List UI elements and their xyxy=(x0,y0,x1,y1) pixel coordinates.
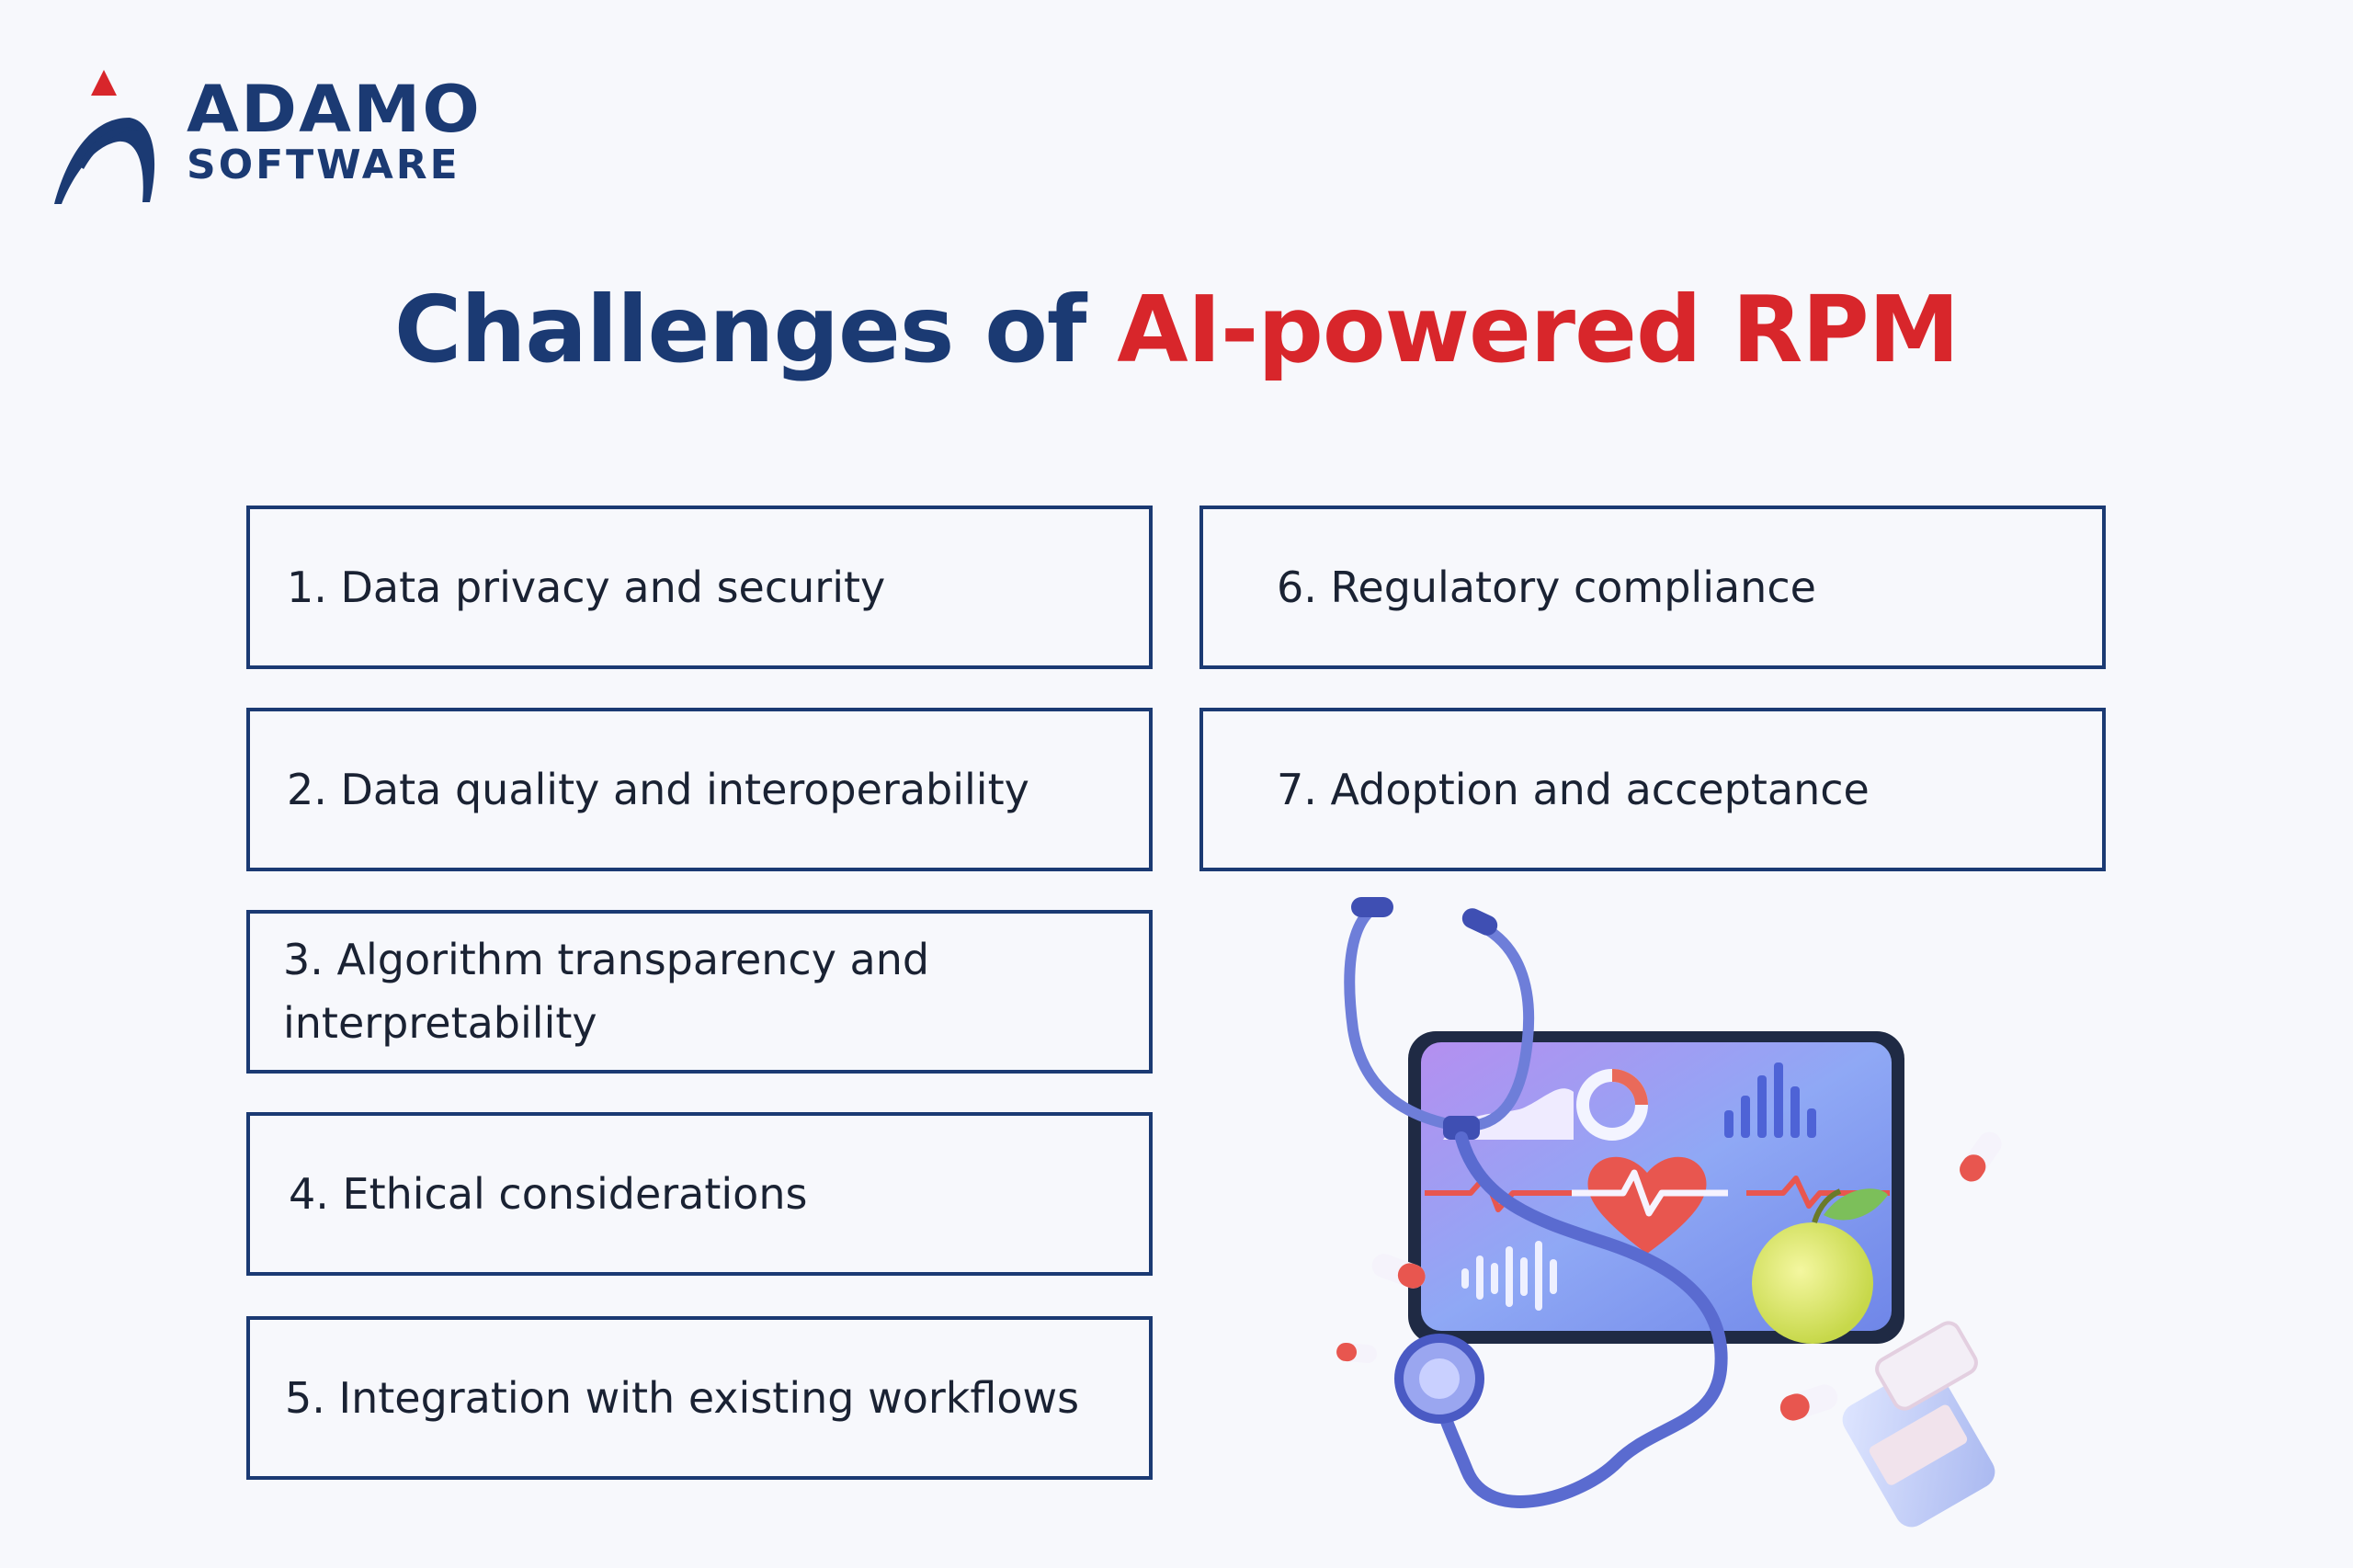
challenge-text: 5. Integration with existing workflows xyxy=(285,1372,1080,1423)
challenge-text: 7. Adoption and acceptance xyxy=(1277,764,1870,814)
logo-wordmark-secondary: SOFTWARE xyxy=(187,142,460,188)
title-part-red: AI-powered RPM xyxy=(1117,276,1960,383)
title-part-navy: Challenges of xyxy=(393,276,1118,383)
challenge-card-7: 7. Adoption and acceptance xyxy=(1199,708,2106,871)
pill-capsule-icon xyxy=(1336,1131,2002,1421)
challenge-card-3: 3. Algorithm transparency and interpreta… xyxy=(246,910,1153,1074)
challenge-text: 2. Data quality and interoperability xyxy=(287,764,1029,814)
pill-bottle-icon xyxy=(1842,1321,1995,1528)
audio-wave-icon xyxy=(1461,1241,1557,1311)
health-monitoring-illustration xyxy=(1336,897,2002,1528)
challenge-text: 3. Algorithm transparency and interpreta… xyxy=(283,935,930,1048)
heart-icon xyxy=(1572,1156,1728,1254)
bar-chart-icon xyxy=(1724,1062,1816,1138)
brand-logo: ADAMO SOFTWARE xyxy=(51,64,529,211)
challenge-card-6: 6. Regulatory compliance xyxy=(1199,506,2106,669)
challenge-card-4: 4. Ethical considerations xyxy=(246,1112,1153,1276)
challenge-text: 6. Regulatory compliance xyxy=(1277,562,1816,612)
stethoscope-icon xyxy=(1344,897,1728,1508)
adamo-logo-icon xyxy=(54,70,155,204)
challenge-text: 1. Data privacy and security xyxy=(287,562,886,612)
challenge-text: 4. Ethical considerations xyxy=(289,1168,808,1219)
apple-icon xyxy=(1752,1188,1888,1344)
challenge-card-5: 5. Integration with existing workflows xyxy=(246,1316,1153,1480)
challenge-card-1: 1. Data privacy and security xyxy=(246,506,1153,669)
donut-chart-icon xyxy=(1576,1069,1648,1141)
challenge-card-2: 2. Data quality and interoperability xyxy=(246,708,1153,871)
page-title: Challenges of AI-powered RPM xyxy=(0,276,2353,383)
logo-wordmark-primary: ADAMO xyxy=(187,72,482,147)
